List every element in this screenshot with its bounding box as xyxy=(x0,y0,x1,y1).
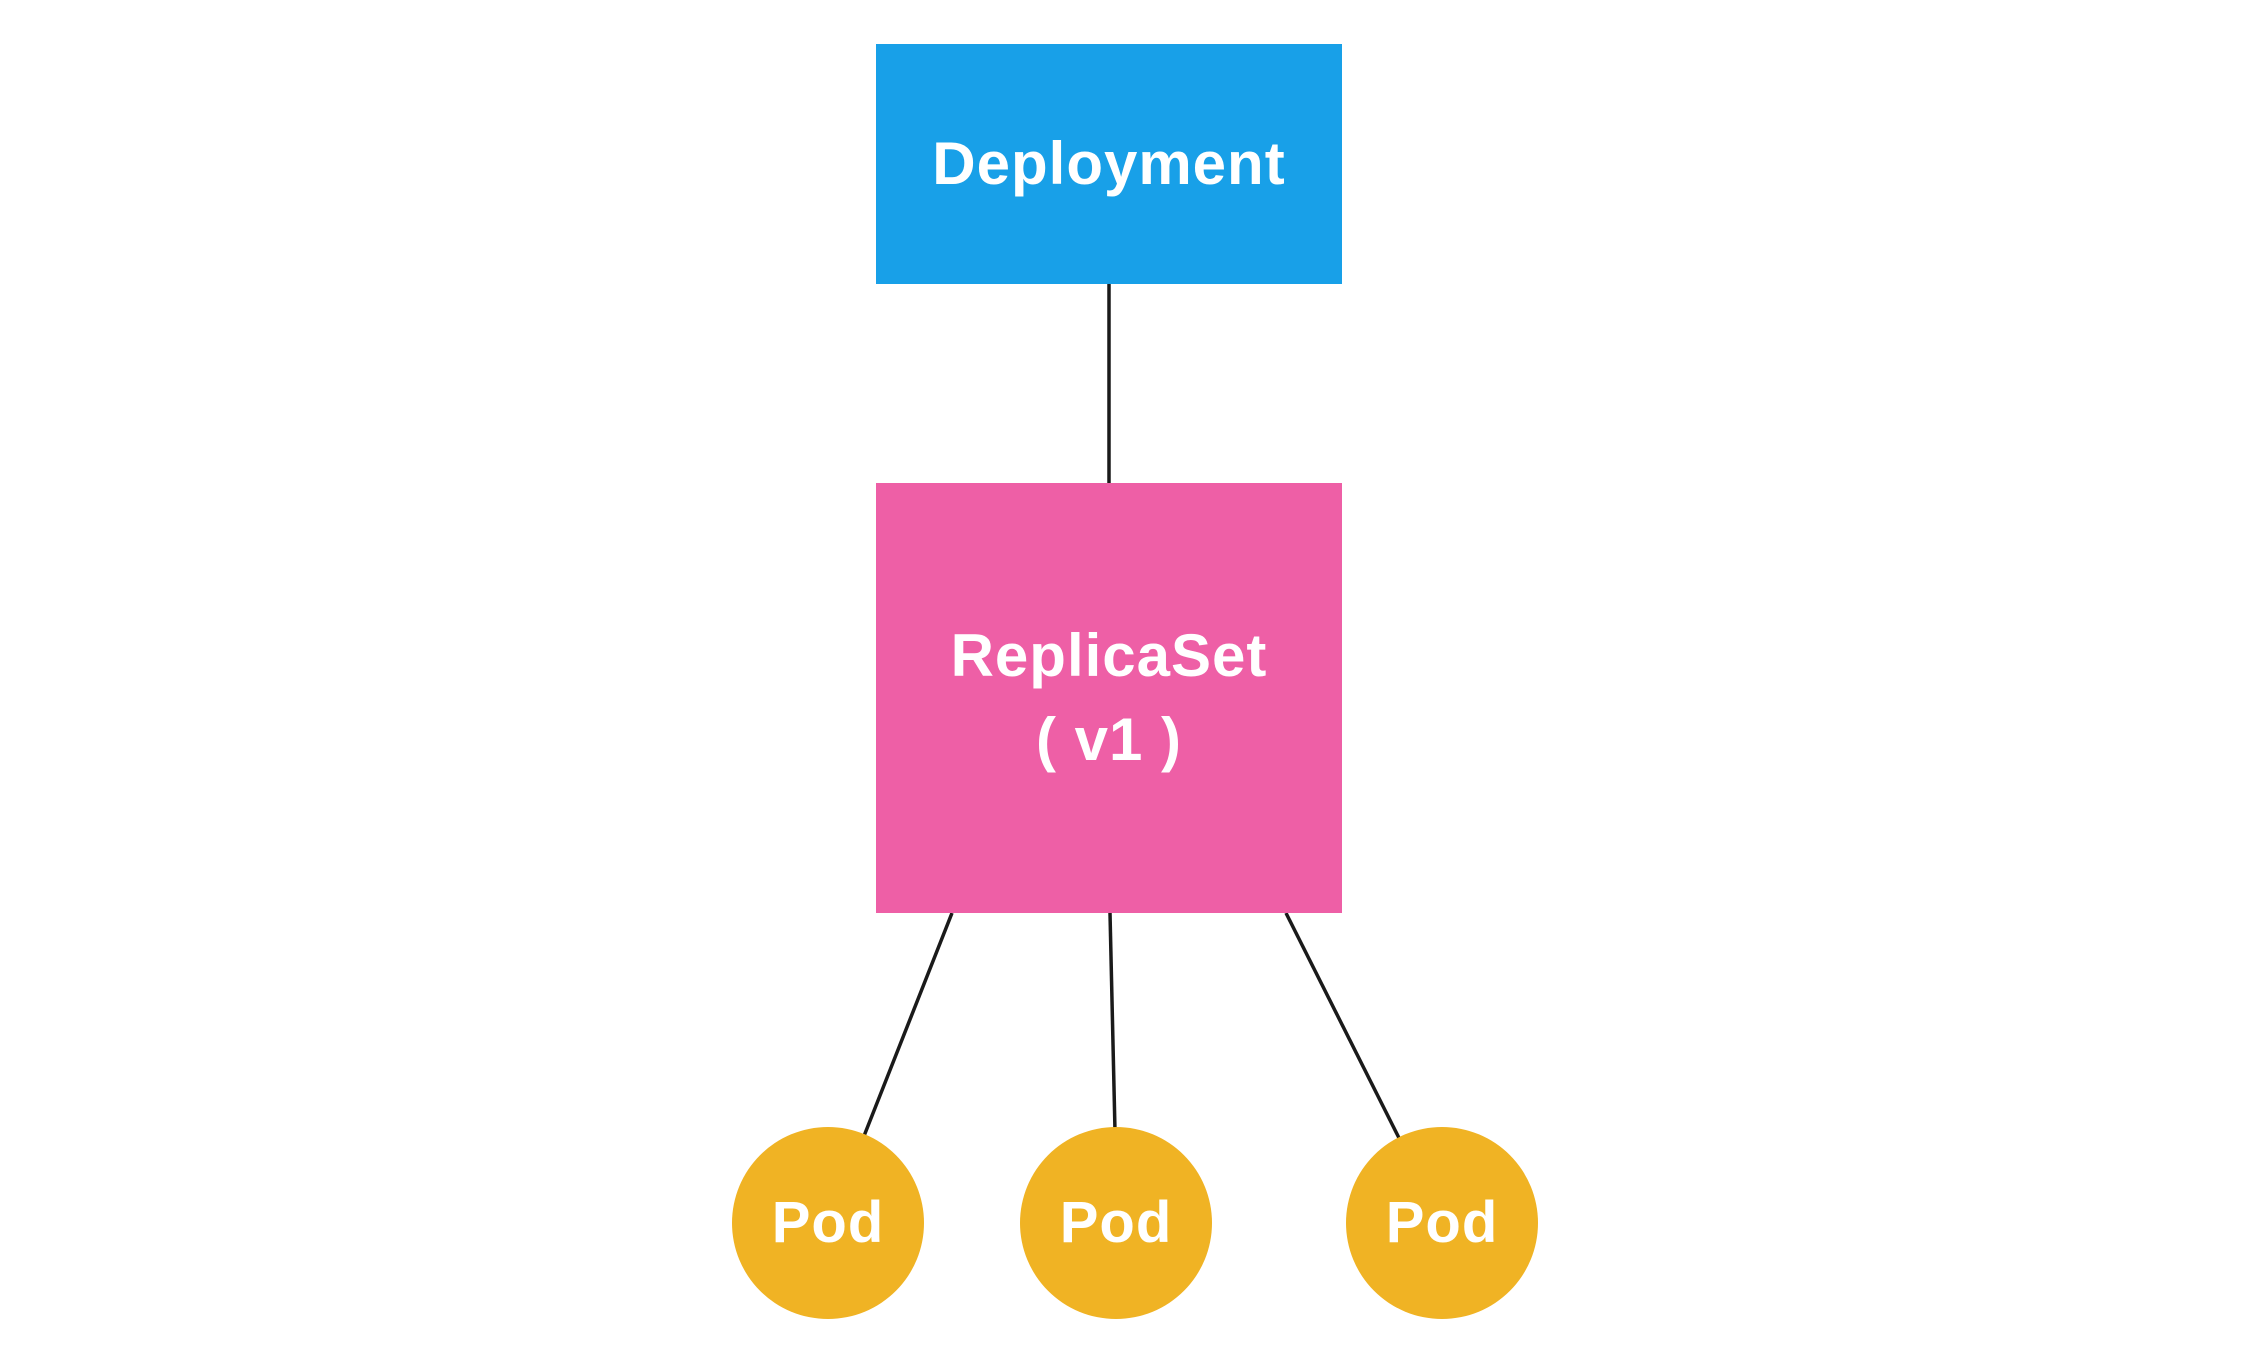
node-deployment: Deployment xyxy=(876,44,1342,284)
node-replicaset: ReplicaSet ( v1 ) xyxy=(876,483,1342,913)
node-replicaset-version-label: ( v1 ) xyxy=(1035,706,1183,773)
node-pod-3: Pod xyxy=(1346,1127,1538,1319)
node-replicaset-label: ReplicaSet xyxy=(950,622,1268,689)
edge-replicaset-to-pod-1 xyxy=(862,912,954,1137)
node-pod-1-label: Pod xyxy=(771,1190,885,1255)
node-deployment-label: Deployment xyxy=(932,130,1286,197)
edge-replicaset-to-pod-3 xyxy=(1284,912,1401,1139)
node-pod-1: Pod xyxy=(732,1127,924,1319)
edge-replicaset-to-pod-2 xyxy=(1108,912,1117,1132)
node-pod-3-label: Pod xyxy=(1385,1190,1499,1255)
node-pod-2-label: Pod xyxy=(1059,1190,1173,1255)
node-pod-2: Pod xyxy=(1020,1127,1212,1319)
